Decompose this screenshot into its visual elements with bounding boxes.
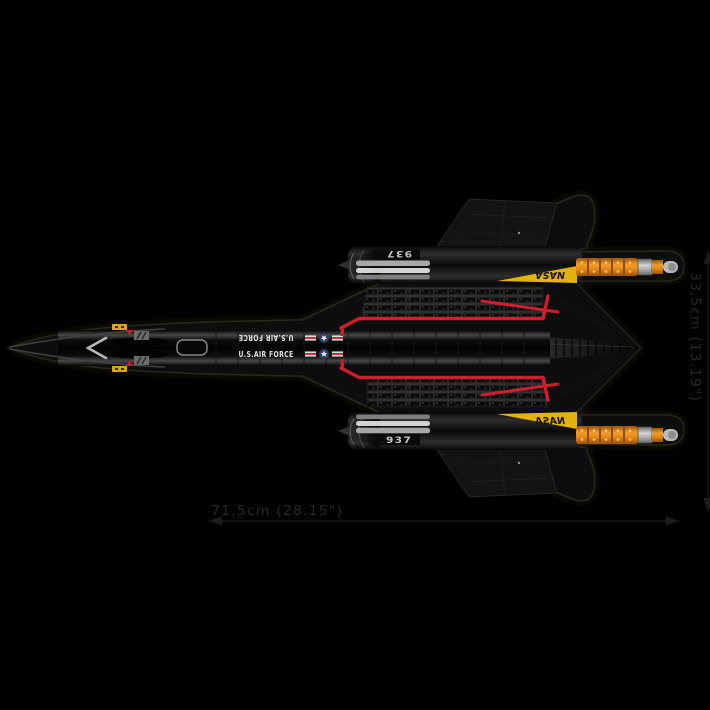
stud-highlight <box>517 231 521 235</box>
red-tick-bottom <box>340 359 344 368</box>
tail-number-bottom: 937 <box>386 436 412 446</box>
arrow-left-icon <box>208 516 222 526</box>
us-roundel-icon-top <box>305 333 343 343</box>
wing-grille-panel-top <box>360 286 544 318</box>
yellow-detail-tile-top <box>112 324 127 330</box>
red-trim-stripe-top <box>339 294 560 330</box>
red-trim-stripe-bottom <box>339 366 560 402</box>
tail-cone <box>540 337 641 359</box>
nasa-marking-bottom: NASA <box>535 416 565 427</box>
length-label: 71,5cm (28.15") <box>211 503 343 519</box>
nose-chine-top <box>9 328 166 348</box>
exhaust-top <box>576 258 678 276</box>
us-roundel-icon-bottom <box>305 349 343 359</box>
arrow-right-icon <box>666 516 680 526</box>
vertical-stabilizer-bottom <box>432 442 558 498</box>
nose-chine-bottom <box>9 348 166 368</box>
hatched-tile-bottom <box>134 356 149 365</box>
arrow-up-icon <box>703 250 710 264</box>
wing-grille-panel-bottom <box>366 378 550 408</box>
hatched-tile-top <box>134 331 149 340</box>
length-dimension: 71,5cm (28.15") <box>208 503 680 526</box>
tail-number-top: 937 <box>386 248 412 258</box>
exhaust-bottom <box>576 426 678 444</box>
engine-nacelle-bottom: 937 NASA <box>338 412 582 450</box>
yellow-detail-tile-bottom <box>112 366 127 372</box>
fuselage: U.S.AIR FORCE U.S.AIR FORCE <box>9 324 550 372</box>
nasa-marking-top: NASA <box>535 269 565 280</box>
wingspan-label: 33,5cm (13.19") <box>687 272 703 402</box>
red-arrow-icon-top <box>126 330 133 335</box>
aircraft-detail-layer: 937 NASA 937 NASA <box>9 196 678 500</box>
red-arrow-icon-bottom <box>126 361 133 366</box>
dimension-annotations: 71,5cm (28.15") 33,5cm (13.19") <box>208 250 710 526</box>
usaf-marking-bottom: U.S.AIR FORCE <box>239 350 294 359</box>
engine-nacelle-top: 937 NASA <box>338 246 582 284</box>
arrow-down-icon <box>703 498 710 512</box>
red-tick-top <box>340 329 344 336</box>
nasa-wedge-bottom <box>497 412 577 429</box>
cockpit-chevron-highlight <box>85 336 108 360</box>
usaf-marking-top: U.S.AIR FORCE <box>239 333 294 342</box>
nasa-wedge-top <box>497 266 577 283</box>
stud-highlight <box>517 461 521 465</box>
vertical-stabilizer-top <box>432 198 558 254</box>
cockpit-canopy <box>176 339 208 356</box>
wingspan-dimension: 33,5cm (13.19") <box>687 250 710 512</box>
